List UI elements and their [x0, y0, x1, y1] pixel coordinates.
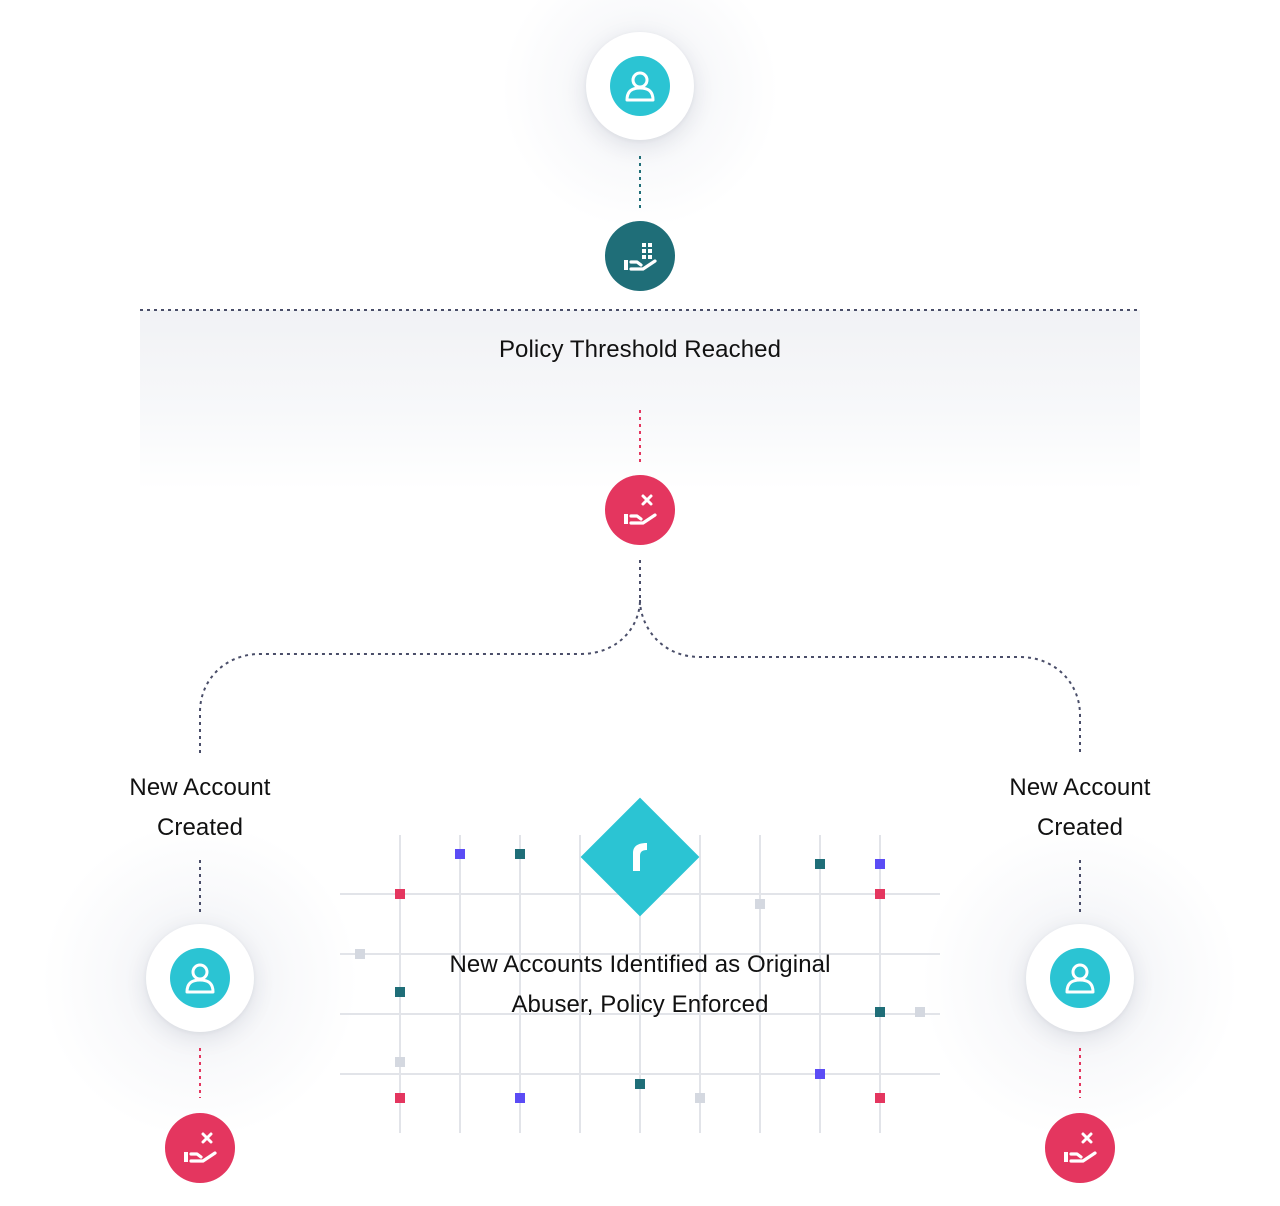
marker-gray — [915, 1007, 925, 1017]
marker-gray — [695, 1093, 705, 1103]
marker-gray — [755, 899, 765, 909]
branch-left-connector — [199, 560, 641, 755]
marker-red — [875, 889, 885, 899]
marker-gray — [355, 949, 365, 959]
marker-purple — [515, 1093, 525, 1103]
blocked-node — [605, 475, 675, 545]
hand-blocked-icon — [624, 494, 657, 525]
policy-node — [605, 221, 675, 291]
hand-blocked-icon — [184, 1132, 217, 1163]
marker-red — [395, 1093, 405, 1103]
marker-teal — [395, 987, 405, 997]
right-user-node — [1026, 924, 1134, 1032]
marker-gray — [395, 1057, 405, 1067]
marker-purple — [815, 1069, 825, 1079]
left-account-label: New Account Created — [129, 774, 271, 841]
brand-logo-icon — [633, 843, 647, 871]
threshold-label: Policy Threshold Reached — [498, 336, 782, 363]
right-blocked-node — [1045, 1113, 1115, 1183]
marker-purple — [875, 859, 885, 869]
branch-right-connector — [639, 599, 1081, 755]
grid-markers — [355, 849, 925, 1103]
marker-teal — [815, 859, 825, 869]
enforcement-label: New Accounts Identified as Original Abus… — [449, 951, 831, 1018]
marker-red — [875, 1093, 885, 1103]
user-icon — [610, 56, 670, 116]
marker-teal — [635, 1079, 645, 1089]
right-account-label: New Account Created — [1009, 774, 1151, 841]
hand-grid-icon — [624, 243, 657, 271]
left-blocked-node — [165, 1113, 235, 1183]
hand-blocked-icon — [1064, 1132, 1097, 1163]
user-icon — [170, 948, 230, 1008]
marker-purple — [455, 849, 465, 859]
left-user-node — [146, 924, 254, 1032]
marker-teal — [515, 849, 525, 859]
user-icon — [1050, 948, 1110, 1008]
marker-red — [395, 889, 405, 899]
marker-teal — [875, 1007, 885, 1017]
top-user-node — [586, 32, 694, 140]
